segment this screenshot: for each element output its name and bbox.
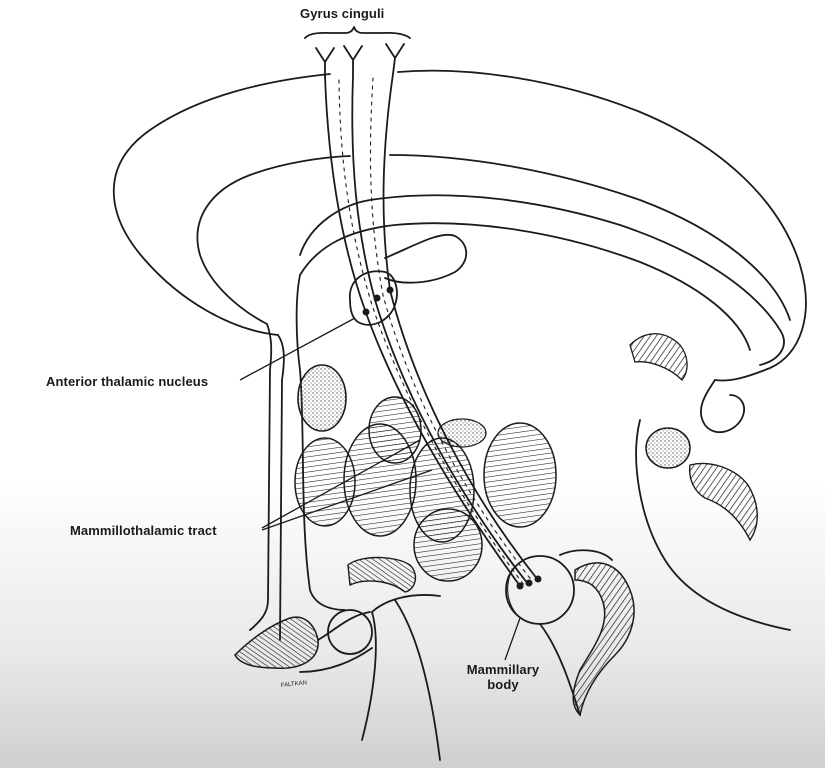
- hemisphere-outer-contour: [112, 69, 807, 382]
- cingulate-inner-contour: [196, 154, 791, 325]
- posterior-stippled-nucleus: [645, 427, 691, 469]
- label-anterior-thalamic-nucleus: Anterior thalamic nucleus: [46, 374, 209, 389]
- leader-mammillothalamic-tract-1: [261, 439, 421, 529]
- label-mammillary-body-line1: Mammillary: [466, 662, 540, 677]
- stippled-nucleus-left: [297, 364, 347, 432]
- hypophysis-round: [327, 609, 373, 655]
- dendrite-forks: [315, 43, 405, 77]
- artist-signature: FALTKAN: [281, 680, 308, 689]
- septal-boundary-inner: [249, 323, 273, 631]
- label-gyrus-cinguli: Gyrus cinguli: [300, 6, 385, 21]
- fornix-loop: [384, 233, 468, 284]
- optic-chiasm-structure: [234, 616, 319, 669]
- midbrain-hatched-strip: [572, 562, 635, 717]
- lower-hatched-strip: [347, 556, 417, 593]
- leader-mammillary-body: [504, 617, 521, 661]
- brainstem-lines: [361, 594, 441, 761]
- posterior-hatched-upper: [629, 333, 688, 381]
- label-mammillothalamic-tract: Mammillothalamic tract: [70, 523, 217, 538]
- posterior-curve: [635, 379, 791, 631]
- optic-nerve: [299, 611, 373, 673]
- gyrus-brace: [304, 26, 411, 39]
- midbrain-outline: [539, 549, 613, 716]
- posterior-hatched-lower: [688, 462, 758, 542]
- corpus-callosum-lower: [299, 222, 751, 351]
- leader-mammillothalamic-tract-2: [261, 469, 433, 531]
- septal-boundary-outer: [277, 334, 285, 641]
- thalamic-nuclei-cluster: [294, 396, 557, 582]
- label-mammillary-body-line2: body: [487, 677, 519, 692]
- mammillary-body-inner-arc: [507, 574, 519, 617]
- corpus-callosum-upper: [299, 194, 785, 366]
- fiber-terminal-dots: [362, 286, 542, 590]
- leader-anterior-thalamic-nucleus: [239, 317, 356, 381]
- label-mammillary-body: Mammillary body: [458, 662, 548, 692]
